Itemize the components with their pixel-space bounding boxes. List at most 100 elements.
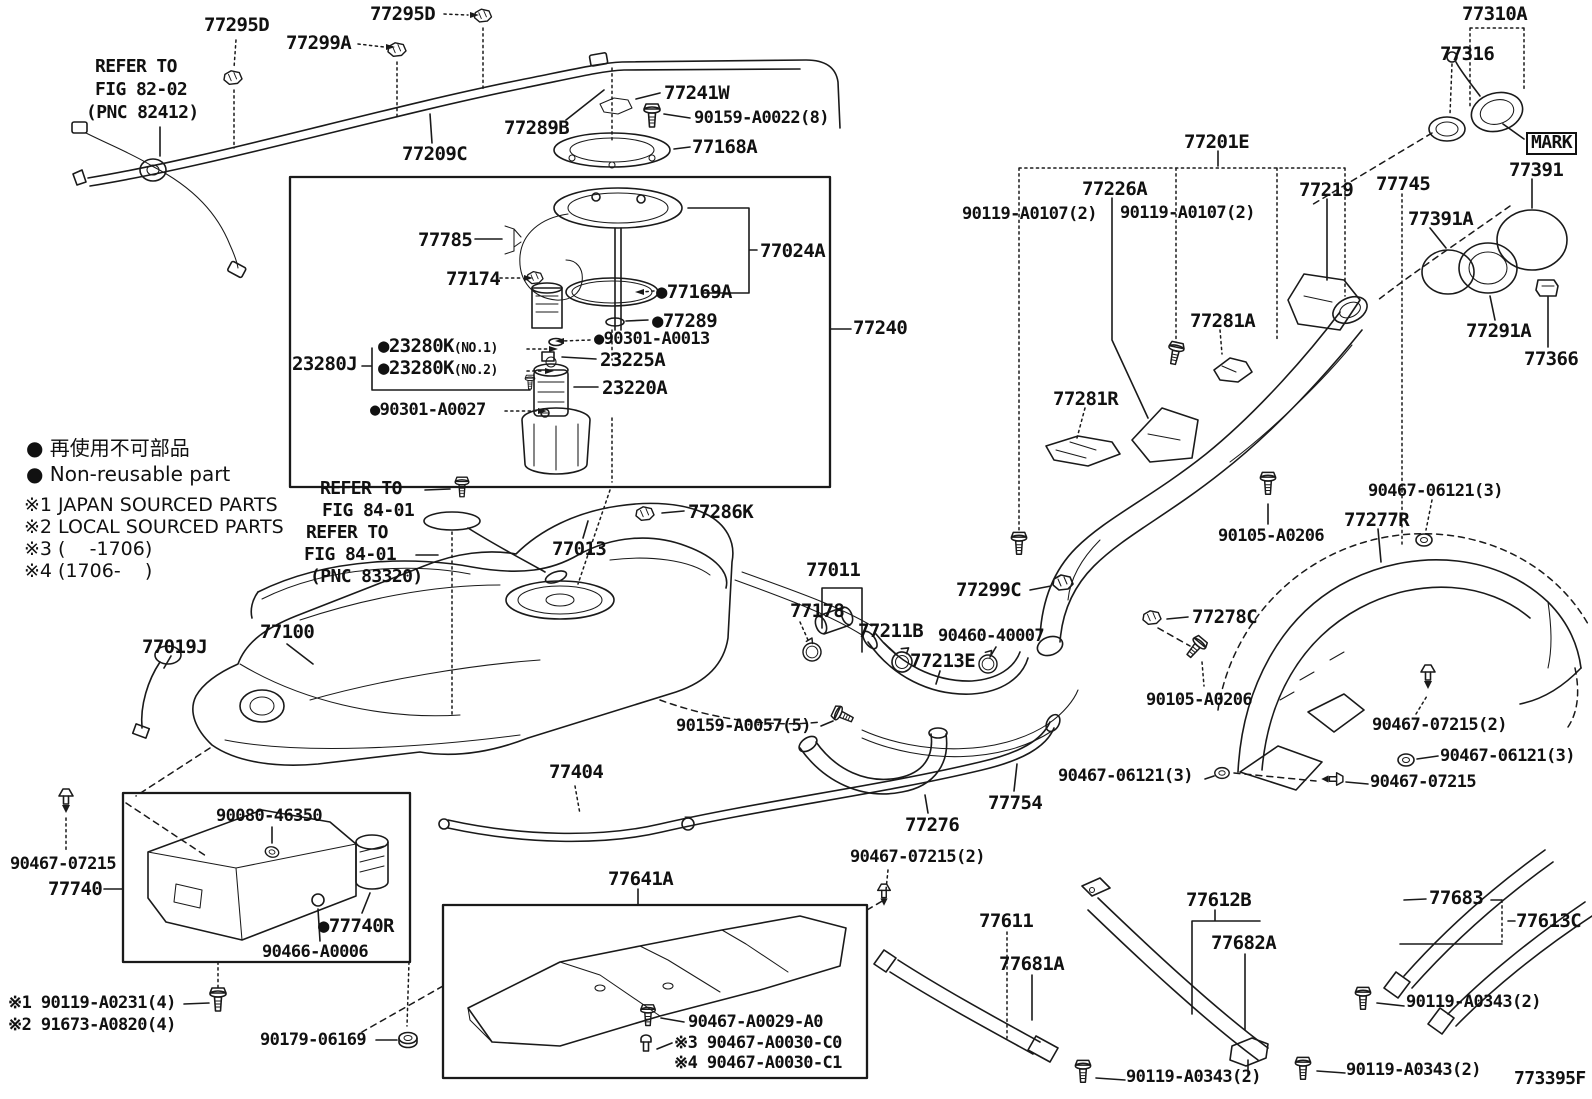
part-label-MARK: MARK <box>1526 132 1577 155</box>
part-label-note-90467-C0: ※3 90467-A0030-C0 <box>674 1033 842 1053</box>
part-label-90159-A0057: 90159-A0057(5) <box>676 716 811 736</box>
filler-cap-parts <box>1421 51 1568 297</box>
part-label-note-91673-A0820: ※2 91673-A0820(4) <box>8 1015 176 1035</box>
part-label-77174: 77174 <box>446 268 501 290</box>
part-label-77740: 77740 <box>48 878 103 900</box>
part-label-90179-06169: 90179-06169 <box>260 1030 367 1050</box>
part-label-77295D-a: 77295D <box>204 14 270 36</box>
part-label-90467-06121-a: 90467-06121(3) <box>1368 481 1503 501</box>
part-label-77299C: 77299C <box>956 579 1022 601</box>
lower-tube <box>438 713 1061 843</box>
part-label-ref84b-3: (PNC 83320) <box>310 566 423 587</box>
part-label-note2: ※2 LOCAL SOURCED PARTS <box>24 516 284 538</box>
part-label-90119-A0107-a: 90119-A0107(2) <box>962 204 1097 224</box>
part-label-ref84a-1: REFER TO <box>320 478 403 499</box>
part-label-ref82-1: REFER TO <box>95 56 178 77</box>
part-label-note4: ※4 (1706- ) <box>24 560 153 582</box>
part-label-77295D-b: 77295D <box>370 3 436 25</box>
part-label-77289B: 77289B <box>504 117 570 139</box>
part-label-77013: 77013 <box>552 538 607 560</box>
part-label-77754: 77754 <box>988 792 1043 814</box>
part-label-90105-A0206-a: 90105-A0206 <box>1218 526 1325 546</box>
part-label-77011: 77011 <box>806 559 861 581</box>
part-label-ref82-2: FIG 82-02 <box>95 79 188 100</box>
part-label-77019J: 77019J <box>142 636 208 658</box>
part-label-90119-A0107-b: 90119-A0107(2) <box>1120 203 1255 223</box>
part-label-77785: 77785 <box>418 229 473 251</box>
part-label-77682A: 77682A <box>1211 932 1277 954</box>
filler-pipe <box>1036 273 1368 657</box>
part-label-90466-A0006: 90466-A0006 <box>262 942 369 962</box>
part-label-77299A: 77299A <box>286 32 352 54</box>
part-label-77240: 77240 <box>853 317 908 339</box>
part-label-77289: ●77289 <box>652 310 718 332</box>
part-label-note-90119-A0231: ※1 90119-A0231(4) <box>8 993 176 1013</box>
part-label-77404: 77404 <box>549 761 604 783</box>
fender-liner <box>1237 559 1582 791</box>
part-label-77226A: 77226A <box>1082 178 1148 200</box>
part-label-77291A: 77291A <box>1466 320 1532 342</box>
part-label-90467-06121-b: 90467-06121(3) <box>1440 746 1575 766</box>
part-label-77211B: 77211B <box>858 620 924 642</box>
part-label-77219: 77219 <box>1299 179 1354 201</box>
leader-lines <box>103 89 1549 1081</box>
part-label-90467-A0029-A0: 90467-A0029-A0 <box>688 1012 823 1032</box>
part-label-77366: 77366 <box>1524 348 1579 370</box>
part-label-77613C: 77613C <box>1516 910 1582 932</box>
part-label-23225A: 23225A <box>600 349 666 371</box>
part-label-90467-07215-c: 90467-07215 <box>1370 772 1477 792</box>
part-label-77310A: 77310A <box>1462 3 1528 25</box>
part-label-77391A: 77391A <box>1408 208 1474 230</box>
part-label-77169A: ●77169A <box>656 281 732 303</box>
part-label-ref84b-1: REFER TO <box>306 522 389 543</box>
part-label-77178: 77178 <box>790 600 845 622</box>
part-label-77641A: 77641A <box>608 868 674 890</box>
part-label-77168A: 77168A <box>692 136 758 158</box>
part-label-77276: 77276 <box>905 814 960 836</box>
part-label-77316: 77316 <box>1440 43 1495 65</box>
part-label-23220A: 23220A <box>602 377 668 399</box>
part-label-77286K: 77286K <box>688 501 754 523</box>
part-label-77277R: 77277R <box>1344 509 1410 531</box>
part-label-90119-A0343-b: 90119-A0343(2) <box>1406 992 1541 1012</box>
part-label-note-90467-C1: ※4 90467-A0030-C1 <box>674 1053 842 1073</box>
part-label-77281R: 77281R <box>1053 388 1119 410</box>
part-label-77683: 77683 <box>1429 887 1484 909</box>
under-cover <box>467 915 847 1047</box>
part-label-suffix: (NO.2) <box>453 363 498 378</box>
part-label-note3: ※3 ( -1706) <box>24 538 153 560</box>
part-label-90467-06121-c: 90467-06121(3) <box>1058 766 1193 786</box>
part-label-90119-A0343-c: 90119-A0343(2) <box>1346 1060 1481 1080</box>
part-label-ref84b-2: FIG 84-01 <box>304 544 397 565</box>
part-label-77201E: 77201E <box>1184 131 1250 153</box>
part-label-note1: ※1 JAPAN SOURCED PARTS <box>24 494 278 516</box>
part-label-77278C: 77278C <box>1192 606 1258 628</box>
part-label-77100: 77100 <box>260 621 315 643</box>
part-label-77612B: 77612B <box>1186 889 1252 911</box>
part-label-90460-40007: 90460-40007 <box>938 626 1045 646</box>
part-label-90301-A0013: ●90301-A0013 <box>594 329 710 349</box>
part-label-legend-jp: ● 再使用不可部品 <box>26 436 190 460</box>
part-label-90467-07215-d: 90467-07215 <box>10 854 117 874</box>
reference-dashes <box>65 12 1589 1039</box>
part-label-77745: 77745 <box>1376 173 1431 195</box>
part-label-90467-07215-2b: 90467-07215(2) <box>1372 715 1507 735</box>
part-label-77024A: 77024A <box>760 240 826 262</box>
part-label-77213E: 77213E <box>910 650 976 672</box>
part-label-suffix: (NO.1) <box>453 341 498 356</box>
part-label-23280J: 23280J <box>292 353 358 375</box>
part-label-figno: 773395F <box>1514 1068 1586 1089</box>
part-label-90105-A0206-b: 90105-A0206 <box>1146 690 1253 710</box>
part-label-90301-A0027: ●90301-A0027 <box>370 400 486 420</box>
part-label-77681A: 77681A <box>999 953 1065 975</box>
part-label-90119-A0343-a: 90119-A0343(2) <box>1126 1067 1261 1087</box>
charcoal-canister <box>147 809 389 941</box>
tank-straps <box>873 849 1592 1077</box>
part-label-legend-en: ● Non-reusable part <box>26 462 231 486</box>
part-label-ref84a-2: FIG 84-01 <box>322 500 415 521</box>
part-label-77241W: 77241W <box>664 82 730 104</box>
part-label-77740R: ●77740R <box>318 915 394 937</box>
part-label-77391: 77391 <box>1509 159 1564 181</box>
